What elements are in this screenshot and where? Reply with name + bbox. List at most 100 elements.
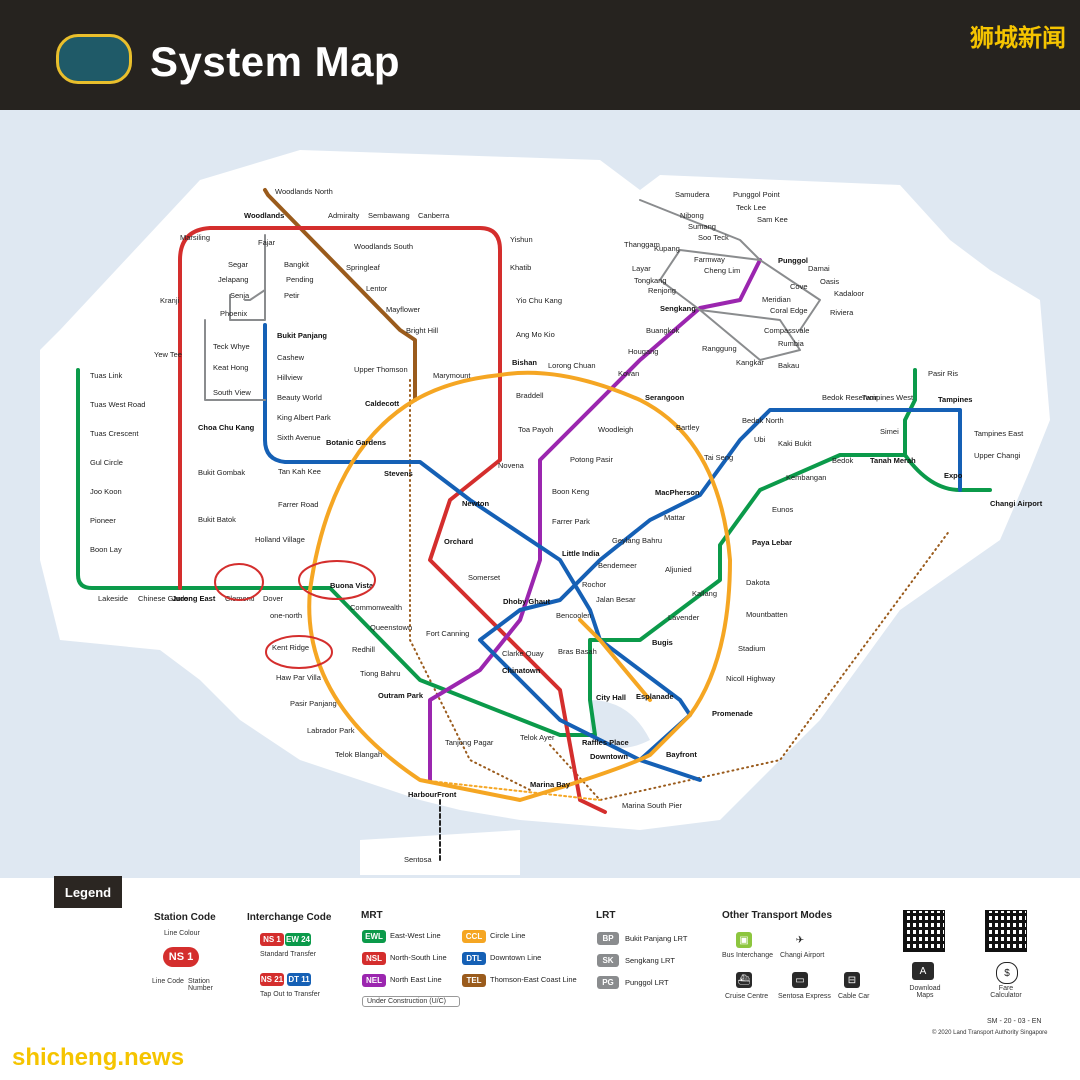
station-label-little-india[interactable]: Little India	[562, 549, 600, 558]
station-label-upper-thomson[interactable]: Upper Thomson	[354, 365, 408, 374]
station-label-pasir-ris[interactable]: Pasir Ris	[928, 369, 958, 378]
station-label-teck-whye[interactable]: Teck Whye	[213, 342, 250, 351]
station-label-mountbatten[interactable]: Mountbatten	[746, 610, 788, 619]
station-label-commonwealth[interactable]: Commonwealth	[350, 603, 402, 612]
station-label-buangkok[interactable]: Buangkok	[646, 326, 680, 335]
station-label-dover[interactable]: Dover	[263, 594, 284, 603]
station-label-layar[interactable]: Layar	[632, 264, 651, 273]
station-label-raffles-place[interactable]: Raffles Place	[582, 738, 629, 747]
station-label-marina-south-pier[interactable]: Marina South Pier	[622, 801, 683, 810]
station-label-macpherson[interactable]: MacPherson	[655, 488, 700, 497]
station-label-bartley[interactable]: Bartley	[676, 423, 700, 432]
station-label-farrer-road[interactable]: Farrer Road	[278, 500, 318, 509]
fare-calculator-qr[interactable]	[985, 910, 1027, 952]
station-label-serangoon[interactable]: Serangoon	[645, 393, 685, 402]
station-label-rumbia[interactable]: Rumbia	[778, 339, 805, 348]
station-label-bishan[interactable]: Bishan	[512, 358, 537, 367]
station-label-kent-ridge[interactable]: Kent Ridge	[272, 643, 309, 652]
station-label-tampines[interactable]: Tampines	[938, 395, 972, 404]
station-label-thanggam[interactable]: Thanggam	[624, 240, 660, 249]
station-label-soo-teck[interactable]: Soo Teck	[698, 233, 729, 242]
station-label-yishun[interactable]: Yishun	[510, 235, 533, 244]
station-label-south-view[interactable]: South View	[213, 388, 251, 397]
station-label-punggol[interactable]: Punggol	[778, 256, 808, 265]
station-label-admiralty[interactable]: Admiralty	[328, 211, 360, 220]
station-label-potong-pasir[interactable]: Potong Pasir	[570, 455, 613, 464]
station-label-city-hall[interactable]: City Hall	[596, 693, 626, 702]
station-label-haw-par-villa[interactable]: Haw Par Villa	[276, 673, 322, 682]
station-label-yew-tee[interactable]: Yew Tee	[154, 350, 182, 359]
station-label-woodleigh[interactable]: Woodleigh	[598, 425, 633, 434]
station-label-mattar[interactable]: Mattar	[664, 513, 686, 522]
station-label-stevens[interactable]: Stevens	[384, 469, 413, 478]
station-label-choa-chu-kang[interactable]: Choa Chu Kang	[198, 423, 255, 432]
station-label-damai[interactable]: Damai	[808, 264, 830, 273]
station-label-rochor[interactable]: Rochor	[582, 580, 607, 589]
station-label-kovan[interactable]: Kovan	[618, 369, 639, 378]
station-label-bras-basah[interactable]: Bras Basah	[558, 647, 597, 656]
station-label-nicoll-highway[interactable]: Nicoll Highway	[726, 674, 775, 683]
station-label-caldecott[interactable]: Caldecott	[365, 399, 400, 408]
station-label-farrer-park[interactable]: Farrer Park	[552, 517, 590, 526]
station-label-bayfront[interactable]: Bayfront	[666, 750, 697, 759]
station-label-cove[interactable]: Cove	[790, 282, 808, 291]
station-label-punggol-point[interactable]: Punggol Point	[733, 190, 781, 199]
station-label-jalan-besar[interactable]: Jalan Besar	[596, 595, 636, 604]
station-label-kadaloor[interactable]: Kadaloor	[834, 289, 865, 298]
station-label-phoenix[interactable]: Phoenix	[220, 309, 247, 318]
station-label-fort-canning[interactable]: Fort Canning	[426, 629, 469, 638]
station-label-harbourfront[interactable]: HarbourFront	[408, 790, 457, 799]
station-label-sumang[interactable]: Sumang	[688, 222, 716, 231]
station-label-oasis[interactable]: Oasis	[820, 277, 839, 286]
station-label-kaki-bukit[interactable]: Kaki Bukit	[778, 439, 812, 448]
station-label-sentosa[interactable]: Sentosa	[404, 855, 432, 864]
station-label-woodlands-south[interactable]: Woodlands South	[354, 242, 413, 251]
station-label-somerset[interactable]: Somerset	[468, 573, 501, 582]
station-label-upper-changi[interactable]: Upper Changi	[974, 451, 1021, 460]
download-maps-qr[interactable]	[903, 910, 945, 952]
station-label-tanjong-pagar[interactable]: Tanjong Pagar	[445, 738, 494, 747]
station-label-riviera[interactable]: Riviera	[830, 308, 854, 317]
station-label-geylang-bahru[interactable]: Geylang Bahru	[612, 536, 662, 545]
station-label-botanic-gardens[interactable]: Botanic Gardens	[326, 438, 386, 447]
station-label-canberra[interactable]: Canberra	[418, 211, 450, 220]
station-label-braddell[interactable]: Braddell	[516, 391, 544, 400]
station-label-tuas-link[interactable]: Tuas Link	[90, 371, 122, 380]
station-label-cashew[interactable]: Cashew	[277, 353, 305, 362]
station-label-beauty-world[interactable]: Beauty World	[277, 393, 322, 402]
station-label-bedok-reservoir[interactable]: Bedok Reservoir	[822, 393, 878, 402]
station-label-sam-kee[interactable]: Sam Kee	[757, 215, 788, 224]
station-label-bedok-north[interactable]: Bedok North	[742, 416, 784, 425]
station-label-bedok[interactable]: Bedok	[832, 456, 854, 465]
station-label-tampines-west[interactable]: Tampines West	[862, 393, 914, 402]
station-label-stadium[interactable]: Stadium	[738, 644, 766, 653]
station-label-dakota[interactable]: Dakota	[746, 578, 771, 587]
station-label-petir[interactable]: Petir	[284, 291, 300, 300]
station-label-springleaf[interactable]: Springleaf	[346, 263, 381, 272]
station-label-bukit-gombak[interactable]: Bukit Gombak	[198, 468, 245, 477]
station-label-woodlands-north[interactable]: Woodlands North	[275, 187, 333, 196]
station-label-novena[interactable]: Novena	[498, 461, 525, 470]
station-label-clarke-quay[interactable]: Clarke Quay	[502, 649, 544, 658]
station-label-marsiling[interactable]: Marsiling	[180, 233, 210, 242]
station-label-farmway[interactable]: Farmway	[694, 255, 725, 264]
station-label-clementi[interactable]: Clementi	[225, 594, 255, 603]
station-label-tampines-east[interactable]: Tampines East	[974, 429, 1024, 438]
station-label-sixth-avenue[interactable]: Sixth Avenue	[277, 433, 321, 442]
station-label-marymount[interactable]: Marymount	[433, 371, 471, 380]
station-label-boon-lay[interactable]: Boon Lay	[90, 545, 122, 554]
station-label-kallang[interactable]: Kallang	[692, 589, 717, 598]
station-label-promenade[interactable]: Promenade	[712, 709, 753, 718]
station-label-bencoolen[interactable]: Bencoolen	[556, 611, 591, 620]
station-label-kembangan[interactable]: Kembangan	[786, 473, 826, 482]
station-label-toa-payoh[interactable]: Toa Payoh	[518, 425, 553, 434]
station-label-labrador-park[interactable]: Labrador Park	[307, 726, 355, 735]
station-label-changi-airport[interactable]: Changi Airport	[990, 499, 1043, 508]
station-label-kangkar[interactable]: Kangkar	[736, 358, 764, 367]
station-label-joo-koon[interactable]: Joo Koon	[90, 487, 122, 496]
station-label-bukit-batok[interactable]: Bukit Batok	[198, 515, 236, 524]
station-label-tongkang[interactable]: Tongkang	[634, 276, 667, 285]
station-label-ubi[interactable]: Ubi	[754, 435, 766, 444]
station-label-lentor[interactable]: Lentor	[366, 284, 388, 293]
